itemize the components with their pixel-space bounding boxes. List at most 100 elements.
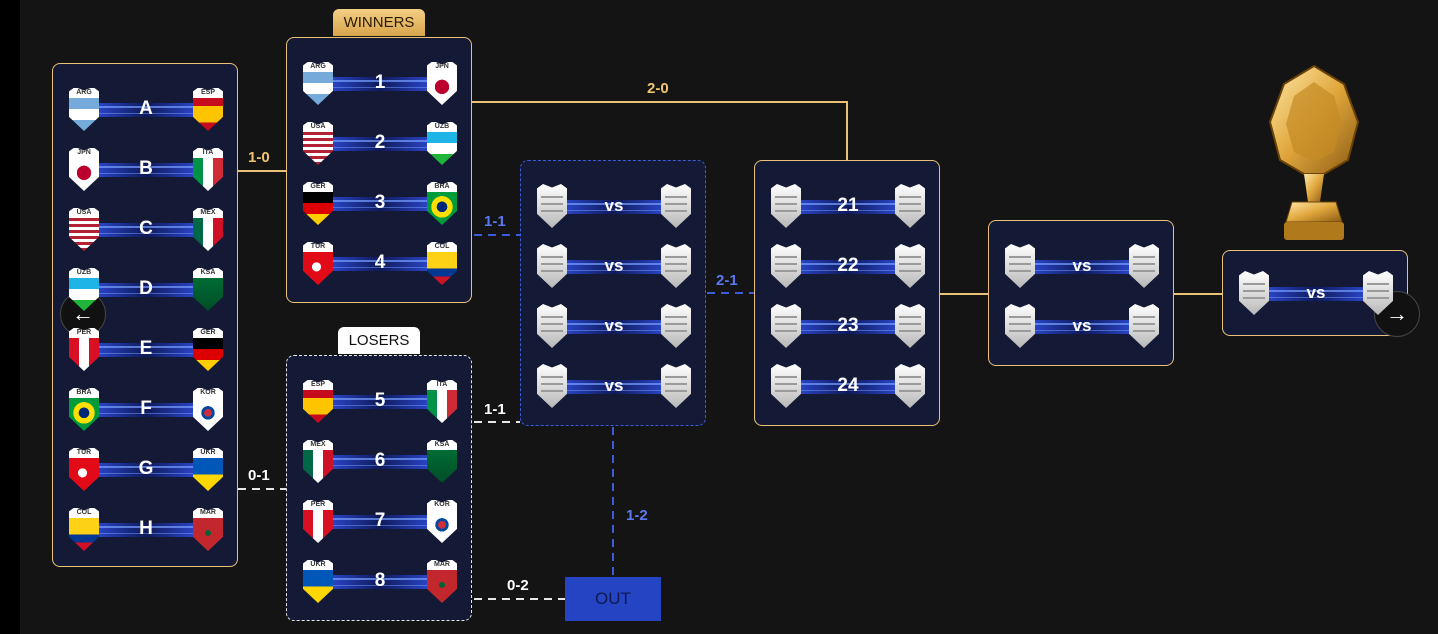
team-code: MAR [193,508,223,518]
final-match[interactable]: vs [1239,269,1393,317]
score-winners-mid: 1-1 [484,213,506,230]
round3-match[interactable]: 23 [771,302,925,350]
match-label: 21 [837,195,859,216]
team-code: KOR [427,500,457,510]
match-label: 2 [374,132,386,153]
team-shield-icon: COL [69,507,99,551]
match-label: 8 [374,570,386,591]
team-shield-icon: UKR [193,447,223,491]
match-label: 6 [374,450,386,471]
flag-icon [427,252,457,285]
match-band [303,197,457,211]
match-band [303,395,457,409]
group-row[interactable]: PER E GER [69,325,223,373]
round3-panel: 21 22 23 24 [754,160,940,426]
match-band [537,320,691,334]
winners-match[interactable]: USA 2 UZB [303,119,457,167]
match-label: 23 [837,315,859,336]
flag-icon [193,518,223,551]
semi-match[interactable]: vs [1005,302,1159,350]
flag-icon [193,158,223,191]
team-shield-icon: MEX [193,207,223,251]
score-mid-r3: 2-1 [716,272,738,289]
empty-shield-icon [537,184,567,228]
flag-icon [193,278,223,311]
match-label: vs [1072,316,1092,335]
connector-winners-final [472,101,848,161]
middle-match[interactable]: vs [537,302,691,350]
semi-match[interactable]: vs [1005,242,1159,290]
empty-shield-icon [661,364,691,408]
flag-icon [69,338,99,371]
flag-icon [69,158,99,191]
round3-match[interactable]: 22 [771,242,925,290]
match-label: vs [604,316,624,335]
flag-icon [69,218,99,251]
match-band [303,257,457,271]
team-shield-icon: UZB [427,121,457,165]
match-label: G [138,458,154,479]
middle-match[interactable]: vs [537,362,691,410]
team-code: JPN [427,62,457,72]
score-losers-mid: 1-1 [484,401,506,418]
team-code: ARG [303,62,333,72]
match-label: vs [604,256,624,275]
match-band [69,163,223,177]
empty-shield-icon [895,364,925,408]
match-band [537,380,691,394]
flag-icon [303,252,333,285]
flag-icon [193,98,223,131]
team-code: COL [69,508,99,518]
empty-shield-icon [661,304,691,348]
team-shield-icon: GER [193,327,223,371]
empty-shield-icon [1005,304,1035,348]
flag-icon [193,338,223,371]
team-shield-icon: PER [69,327,99,371]
team-shield-icon: JPN [69,147,99,191]
flag-icon [427,510,457,543]
round3-match[interactable]: 24 [771,362,925,410]
round3-match[interactable]: 21 [771,182,925,230]
match-label: E [139,338,153,359]
match-band [303,137,457,151]
middle-match[interactable]: vs [537,182,691,230]
match-band [303,455,457,469]
flag-icon [69,518,99,551]
team-code: UKR [303,560,333,570]
team-shield-icon: ARG [69,87,99,131]
team-code: KOR [193,388,223,398]
team-code: USA [69,208,99,218]
match-label: 7 [374,510,386,531]
match-label: D [139,278,153,299]
losers-tag: LOSERS [338,327,420,354]
team-shield-icon: PER [303,499,333,543]
empty-shield-icon [771,184,801,228]
team-shield-icon: USA [303,121,333,165]
match-band [303,575,457,589]
losers-match[interactable]: PER 7 KOR [303,497,457,545]
empty-shield-icon [895,304,925,348]
match-band [771,200,925,214]
middle-match[interactable]: vs [537,242,691,290]
match-band [1239,287,1393,301]
flag-icon [303,72,333,105]
score-r1-losers: 0-1 [248,467,270,484]
team-shield-icon: BRA [427,181,457,225]
empty-shield-icon [1005,244,1035,288]
match-label: 5 [374,390,386,411]
